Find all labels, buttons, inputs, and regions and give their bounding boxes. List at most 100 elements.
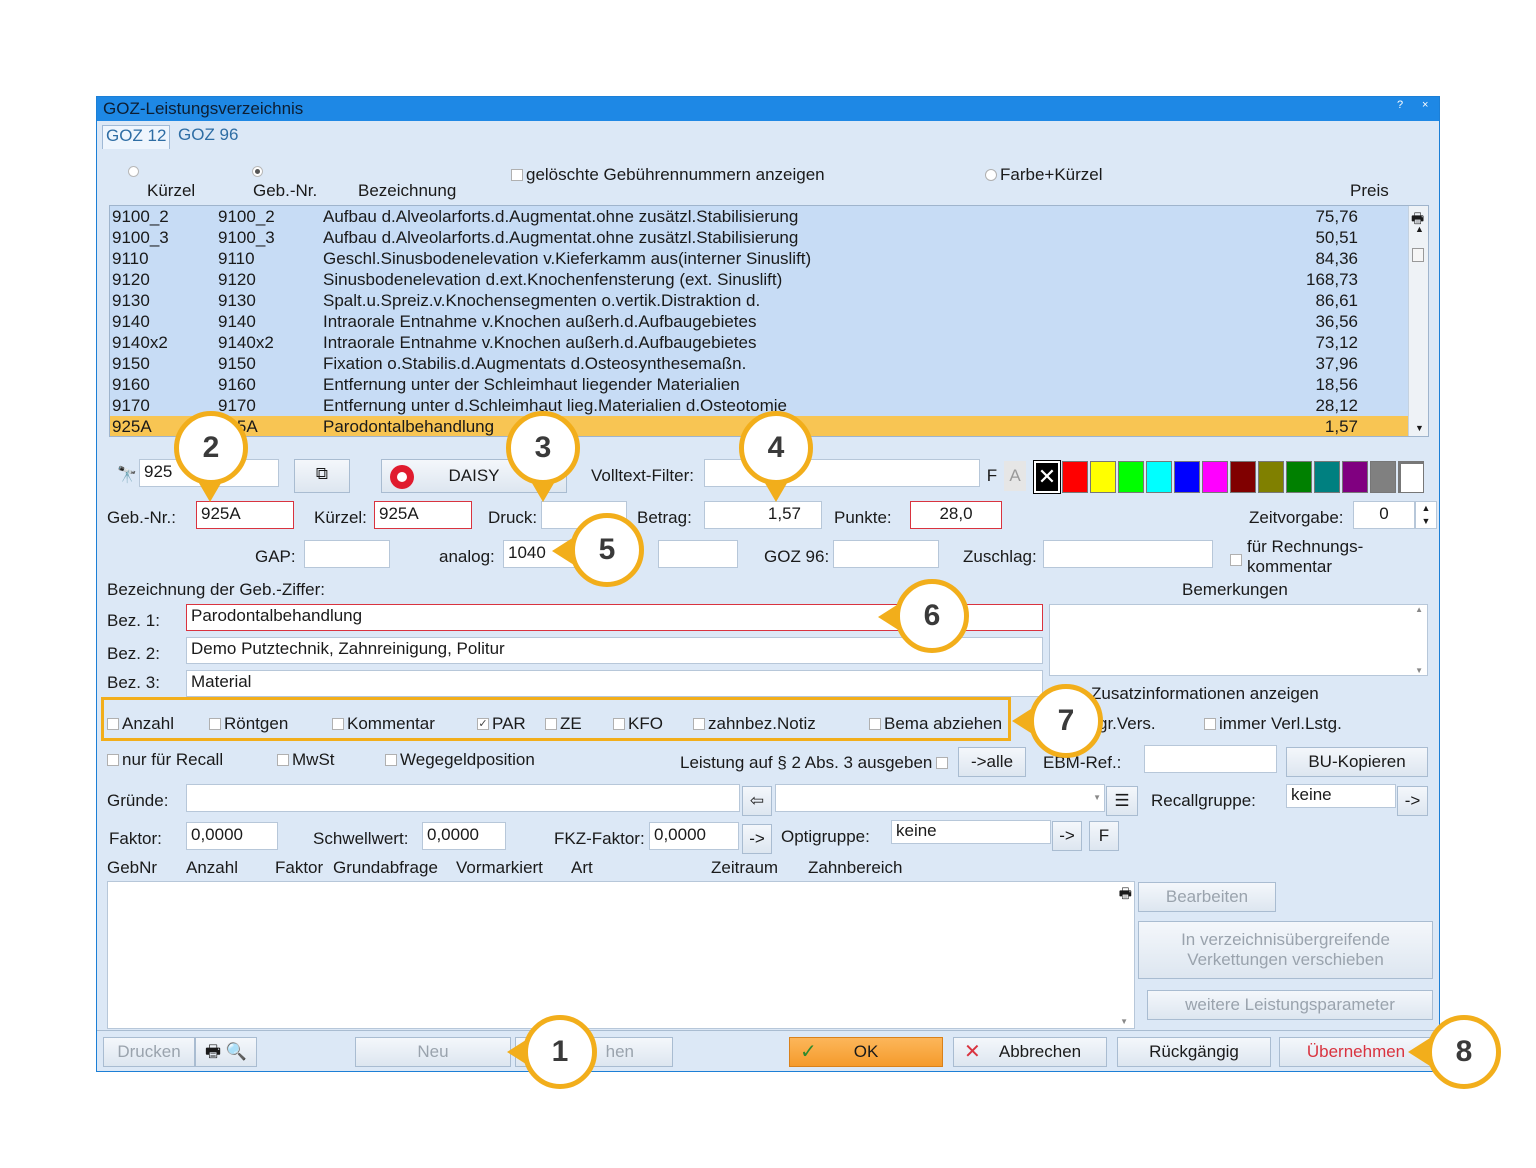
punkte-input[interactable]: 28,0 <box>910 501 1002 529</box>
scroll-thumb[interactable] <box>1412 248 1424 262</box>
color-swatch-black-selected[interactable]: ✕ <box>1033 460 1061 494</box>
color-swatch[interactable] <box>1062 461 1088 493</box>
zusatz-label[interactable]: Zusatzinformationen anzeigen <box>1091 684 1319 703</box>
copy-button[interactable]: ⧉ <box>294 459 350 493</box>
color-swatch[interactable] <box>1258 461 1284 493</box>
ok-button[interactable]: ✓OK <box>789 1037 943 1067</box>
alle-button[interactable]: ->alle <box>958 747 1026 777</box>
rueckgaengig-button[interactable]: Rückgängig <box>1117 1037 1271 1067</box>
recallgruppe-select[interactable]: keine <box>1286 784 1396 808</box>
gap-input[interactable] <box>304 540 390 568</box>
printer-icon[interactable]: 🖶 <box>1411 210 1425 226</box>
fkz-go-button[interactable]: -> <box>742 824 772 854</box>
par-checkbox[interactable]: ✓PAR <box>477 714 526 734</box>
betrag-input[interactable]: 1,57 <box>704 501 822 529</box>
farbe-kuerzel-radio[interactable]: Farbe+Kürzel <box>985 165 1103 185</box>
immer-checkbox[interactable]: immer Verl.Lstg. <box>1204 714 1342 734</box>
grid-printer-icon[interactable]: 🖶 <box>1118 885 1132 901</box>
schwellwert-input[interactable]: 0,0000 <box>422 822 506 850</box>
leistung-grid[interactable]: 🖶 ▼ <box>107 881 1135 1029</box>
show-deleted-checkbox[interactable]: gelöschte Gebührennummern anzeigen <box>511 165 825 185</box>
gruende-back-button[interactable]: ⇦ <box>742 786 772 816</box>
bema-checkbox[interactable]: Bema abziehen <box>869 714 1002 734</box>
list-scrollbar[interactable]: 🖶 ▲ ▼ <box>1408 206 1428 436</box>
gruende-select[interactable]: ▼ <box>775 784 1105 812</box>
radio-gebnr[interactable] <box>252 166 263 177</box>
color-swatch[interactable] <box>1118 461 1144 493</box>
optigruppe-f-button[interactable]: F <box>1089 821 1119 851</box>
close-icon[interactable]: × <box>1422 99 1429 111</box>
kfo-checkbox[interactable]: KFO <box>613 714 663 734</box>
color-swatch[interactable] <box>1398 461 1424 493</box>
grid-col-header[interactable]: Zahnbereich <box>808 858 903 877</box>
extra-input[interactable] <box>658 540 738 568</box>
bu-kopieren-button[interactable]: BU-Kopieren <box>1286 747 1428 777</box>
format-f-button[interactable]: F <box>986 466 998 485</box>
list-add-button[interactable]: ☰ <box>1106 786 1138 816</box>
faktor-input[interactable]: 0,0000 <box>186 822 278 850</box>
optigruppe-select[interactable]: keine <box>891 820 1051 844</box>
bemerkungen-textarea[interactable]: ▲▼ <box>1049 604 1428 676</box>
scroll-up-icon[interactable]: ▲ <box>1415 224 1424 234</box>
neu-button[interactable]: Neu <box>355 1037 511 1067</box>
color-swatch[interactable] <box>1202 461 1228 493</box>
zuschlag-input[interactable] <box>1043 540 1213 568</box>
drucken-button[interactable]: Drucken <box>103 1037 195 1067</box>
format-a-button[interactable]: A <box>1004 461 1026 491</box>
bez3-input[interactable]: Material <box>186 670 1043 697</box>
grid-scroll-down-icon[interactable]: ▼ <box>1120 1017 1128 1026</box>
grid-col-header[interactable]: Art <box>571 858 593 877</box>
color-swatch[interactable] <box>1286 461 1312 493</box>
grid-col-header[interactable]: Grundabfrage <box>333 858 438 877</box>
print-preview-button[interactable]: 🖶 🔍 <box>195 1037 257 1067</box>
color-swatch[interactable] <box>1370 461 1396 493</box>
color-swatch[interactable] <box>1174 461 1200 493</box>
color-swatch[interactable] <box>1090 461 1116 493</box>
col-gebnr[interactable]: Geb.-Nr. <box>253 181 318 200</box>
leistung-checkbox[interactable]: Leistung auf § 2 Abs. 3 ausgeben <box>680 753 951 773</box>
scroll-down-icon[interactable]: ▼ <box>1415 423 1424 433</box>
color-swatch[interactable] <box>1230 461 1256 493</box>
color-swatch[interactable] <box>1146 461 1172 493</box>
grid-col-header[interactable]: Faktor <box>275 858 324 877</box>
color-swatch[interactable] <box>1342 461 1368 493</box>
roentgen-checkbox[interactable]: Röntgen <box>209 714 288 734</box>
ebm-ref-input[interactable] <box>1144 745 1277 773</box>
gebnr-input[interactable]: 925A <box>196 501 294 529</box>
grid-col-header[interactable]: Vormarkiert <box>456 858 543 877</box>
recall-checkbox[interactable]: nur für Recall <box>107 750 223 770</box>
kommentar-checkbox[interactable]: Kommentar <box>332 714 435 734</box>
tab-goz96[interactable]: GOZ 96 <box>178 125 239 144</box>
bez2-input[interactable]: Demo Putztechnik, Zahnreinigung, Politur <box>186 637 1043 664</box>
radio-kuerzel[interactable] <box>128 166 139 177</box>
grid-col-header[interactable]: Zeitraum <box>711 858 779 877</box>
mwst-checkbox[interactable]: MwSt <box>277 750 335 770</box>
col-bezeichnung[interactable]: Bezeichnung <box>358 181 457 200</box>
tab-goz12[interactable]: GOZ 12 <box>102 125 171 149</box>
bearbeiten-button[interactable]: Bearbeiten <box>1138 882 1276 912</box>
rechnungskommentar-checkbox[interactable] <box>1230 553 1242 566</box>
anzahl-checkbox[interactable]: Anzahl <box>107 714 174 734</box>
ze-checkbox[interactable]: ZE <box>545 714 582 734</box>
abbrechen-button[interactable]: ✕Abbrechen <box>953 1037 1107 1067</box>
wegegeld-checkbox[interactable]: Wegegeldposition <box>385 750 535 770</box>
goz96-input[interactable] <box>833 540 939 568</box>
kuerzel-input[interactable]: 925A <box>374 501 472 529</box>
fkz-input[interactable]: 0,0000 <box>649 822 739 850</box>
gruende-input[interactable] <box>186 784 740 812</box>
zeitvorgabe-input[interactable]: 0 <box>1353 501 1415 529</box>
optigruppe-go-button[interactable]: -> <box>1052 821 1082 851</box>
help-icon[interactable]: ? <box>1397 99 1404 111</box>
